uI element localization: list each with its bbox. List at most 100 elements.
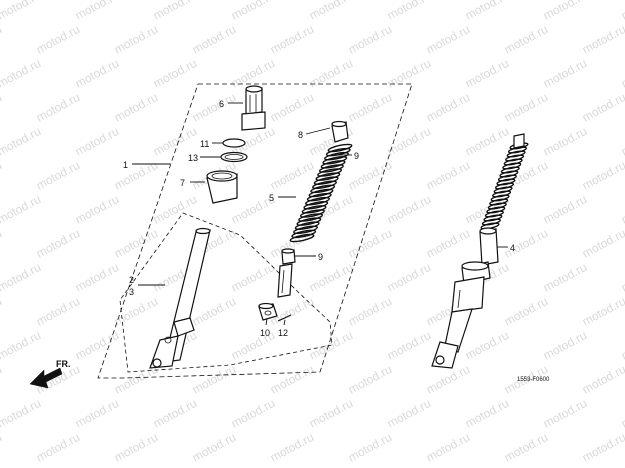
- watermark-text: motod.ru: [34, 294, 82, 329]
- part-9-lower-fitting: [277, 248, 296, 298]
- spring-coil: [481, 218, 501, 226]
- spring-coil: [293, 225, 318, 235]
- watermark-text: motod.ru: [268, 158, 316, 193]
- watermark-text: motod.ru: [112, 294, 160, 329]
- spring-coil: [325, 147, 351, 157]
- spring-coil: [305, 196, 330, 206]
- watermark-text: motod.ru: [502, 430, 550, 465]
- part-7-bushing: [206, 170, 238, 204]
- callout-2: 2: [129, 275, 134, 285]
- watermark-text: motod.ru: [151, 396, 199, 431]
- callout-13: 13: [188, 153, 198, 163]
- watermark-text: motod.ru: [463, 396, 511, 431]
- watermark-text: motod.ru: [73, 124, 121, 159]
- watermark-text: motod.ru: [190, 294, 238, 329]
- watermark-text: motod.ru: [619, 260, 625, 295]
- watermark-text: motod.ru: [580, 430, 625, 465]
- watermark-text: motod.ru: [307, 0, 355, 23]
- watermark-text: motod.ru: [346, 22, 394, 57]
- watermark-text: motod.ru: [190, 90, 238, 125]
- watermark-text: motod.ru: [112, 226, 160, 261]
- callout-12: 12: [278, 328, 288, 338]
- spring-coil: [484, 210, 504, 218]
- front-direction-arrow-icon: [29, 363, 63, 389]
- watermark-text: motod.ru: [268, 362, 316, 397]
- spring-coil: [497, 174, 517, 182]
- spring-coil: [289, 233, 315, 243]
- spring-coil: [322, 156, 348, 165]
- watermark-text: motod.ru: [541, 396, 589, 431]
- callout-8: 8: [298, 130, 303, 140]
- spring-coil: [506, 150, 526, 158]
- watermark-text: motod.ru: [0, 430, 4, 465]
- watermark-text: motod.ru: [73, 328, 121, 363]
- watermark-text: motod.ru: [34, 430, 82, 465]
- watermark-text: motod.ru: [190, 22, 238, 57]
- spring-coil: [306, 192, 332, 202]
- watermark-text: motod.ru: [0, 396, 43, 431]
- watermark-text: motod.ru: [619, 0, 625, 23]
- watermark-text: motod.ru: [34, 22, 82, 57]
- diagram-code: 1553-F0600: [517, 377, 550, 383]
- watermark-text: motod.ru: [385, 328, 433, 363]
- watermark-text: motod.ru: [424, 22, 472, 57]
- spring-coil: [298, 213, 324, 222]
- part-6-top-cap: [241, 85, 266, 131]
- leader-lines: [132, 102, 508, 326]
- watermark-text: motod.ru: [580, 90, 625, 125]
- watermark-text: motod.ru: [385, 56, 433, 91]
- watermark-text: motod.ru: [346, 226, 394, 261]
- spring-coil: [493, 186, 513, 194]
- watermark-text: motod.ru: [34, 226, 82, 261]
- spring-coil: [317, 168, 343, 177]
- spring-coil: [291, 229, 317, 239]
- watermark-text: motod.ru: [502, 90, 550, 125]
- callout-9-lower: 9: [318, 252, 323, 262]
- watermark-text: motod.ru: [541, 260, 589, 295]
- spring-coil: [308, 188, 334, 198]
- spring-coil: [489, 198, 509, 206]
- watermark-text: motod.ru: [0, 90, 4, 125]
- spring-coil: [505, 154, 525, 162]
- watermark-text: motod.ru: [424, 90, 472, 125]
- spring-coil: [494, 182, 515, 190]
- watermark-text: motod.ru: [73, 260, 121, 295]
- watermark-text: motod.ru: [502, 294, 550, 329]
- watermark-text: motod.ru: [541, 192, 589, 227]
- watermark-text: motod.ru: [229, 260, 277, 295]
- spring-coil: [318, 164, 344, 173]
- watermark-text: motod.ru: [463, 328, 511, 363]
- watermark-text: motod.ru: [268, 90, 316, 125]
- watermark-text: motod.ru: [385, 124, 433, 159]
- spring-coil: [500, 166, 520, 174]
- front-direction-label: FR.: [56, 359, 71, 369]
- watermark-text: motod.ru: [229, 0, 277, 23]
- watermark-text: motod.ru: [73, 56, 121, 91]
- callout-10: 10: [260, 328, 270, 338]
- part-4-shock-absorber: [431, 133, 529, 369]
- watermark-text: motod.ru: [424, 158, 472, 193]
- spring-coil: [502, 162, 522, 170]
- part-13-circlip: [220, 151, 248, 163]
- watermark-text: motod.ru: [385, 0, 433, 23]
- watermark-text: motod.ru: [0, 260, 43, 295]
- callout-5: 5: [269, 193, 274, 203]
- part-2-3-fork-slider: [149, 227, 211, 369]
- watermark-text: motod.ru: [307, 56, 355, 91]
- watermark-text: motod.ru: [0, 158, 4, 193]
- spring-coil: [312, 180, 337, 190]
- watermark-text: motod.ru: [346, 430, 394, 465]
- spring-coil: [310, 184, 336, 194]
- watermark-text: motod.ru: [73, 396, 121, 431]
- spring-coil: [492, 190, 512, 198]
- watermark-text: motod.ru: [0, 294, 4, 329]
- spring-coil: [320, 160, 346, 169]
- callout-11: 11: [200, 139, 209, 149]
- watermark-text: motod.ru: [112, 430, 160, 465]
- part-10-nut: [258, 302, 278, 321]
- watermark-text: motod.ru: [346, 362, 394, 397]
- spring-coil: [503, 158, 523, 166]
- watermark-text: motod.ru: [580, 158, 625, 193]
- watermark-text: motod.ru: [580, 294, 625, 329]
